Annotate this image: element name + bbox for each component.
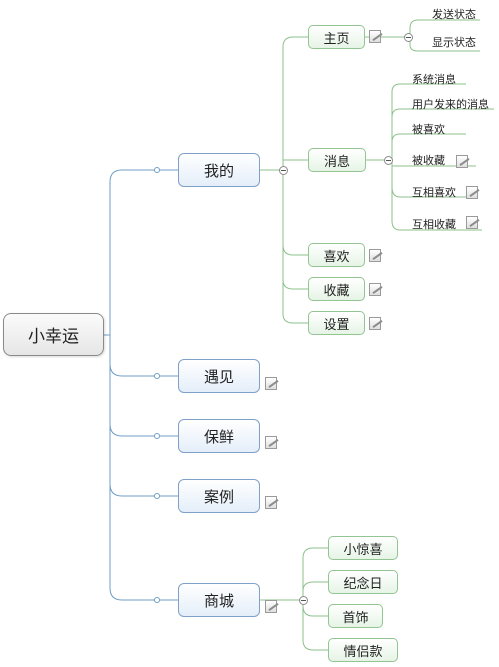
note-icon[interactable] — [369, 283, 381, 296]
branch-anli-label: 案例 — [203, 487, 234, 506]
branch-yujian[interactable]: 遇见 — [178, 359, 260, 393]
note-icon[interactable] — [369, 317, 381, 330]
branch-baoxian-label: 保鲜 — [203, 427, 234, 446]
note-icon[interactable] — [265, 600, 277, 613]
subnode-xihuan-label: 喜欢 — [323, 249, 350, 265]
leaf-item[interactable]: 互相喜欢 — [412, 185, 456, 199]
leaf-item-label: 互相喜欢 — [412, 186, 456, 199]
leaf-item[interactable]: 互相收藏 — [412, 217, 456, 231]
leaf-item-label: 显示状态 — [432, 36, 476, 49]
note-icon[interactable] — [265, 496, 277, 509]
subnode-xihuan[interactable]: 喜欢 — [308, 243, 365, 267]
subnode-jinianri-label: 纪念日 — [343, 576, 383, 592]
root-node-label: 小幸运 — [28, 327, 79, 347]
note-icon[interactable] — [265, 377, 277, 390]
subnode-xiaoxi[interactable]: 消息 — [308, 148, 366, 172]
subnode-shezhi[interactable]: 设置 — [308, 311, 365, 335]
subnode-zhuye-label: 主页 — [323, 31, 350, 47]
collapse-toggle-icon[interactable] — [279, 166, 288, 175]
leaf-item-label: 系统消息 — [412, 73, 456, 86]
branch-baoxian[interactable]: 保鲜 — [178, 419, 260, 453]
leaf-item[interactable]: 被收藏 — [412, 153, 445, 167]
leaf-item-label: 被收藏 — [412, 154, 445, 167]
branch-wode-label: 我的 — [203, 161, 234, 180]
collapse-toggle-icon[interactable] — [404, 33, 413, 42]
note-icon[interactable] — [265, 436, 277, 449]
branch-yujian-label: 遇见 — [203, 367, 234, 386]
branch-shangcheng-label: 商城 — [203, 591, 234, 610]
branch-anli[interactable]: 案例 — [178, 479, 260, 513]
subnode-shoucang[interactable]: 收藏 — [308, 277, 365, 301]
note-icon[interactable] — [456, 155, 468, 168]
leaf-item[interactable]: 系统消息 — [412, 72, 456, 86]
subnode-xiaojingxi-label: 小惊喜 — [343, 542, 383, 558]
collapse-toggle-icon[interactable] — [299, 596, 308, 605]
subnode-xiaojingxi[interactable]: 小惊喜 — [328, 536, 398, 560]
leaf-item-label: 互相收藏 — [412, 218, 456, 231]
leaf-item[interactable]: 用户发来的消息 — [412, 97, 489, 111]
leaf-item[interactable]: 被喜欢 — [412, 122, 445, 136]
subnode-qinglvkuan[interactable]: 情侣款 — [328, 638, 398, 662]
collapse-toggle-icon[interactable] — [384, 156, 393, 165]
subnode-qinglvkuan-label: 情侣款 — [343, 644, 383, 660]
leaf-item-label: 用户发来的消息 — [412, 98, 489, 111]
subnode-shoucang-label: 收藏 — [323, 283, 350, 299]
leaf-item-label: 发送状态 — [432, 8, 476, 21]
note-icon[interactable] — [466, 216, 478, 229]
subnode-zhuye[interactable]: 主页 — [308, 25, 365, 49]
subnode-jinianri[interactable]: 纪念日 — [328, 570, 398, 594]
note-icon[interactable] — [369, 30, 381, 43]
leaf-item[interactable]: 显示状态 — [432, 35, 476, 49]
leaf-item[interactable]: 发送状态 — [432, 7, 476, 21]
branch-wode[interactable]: 我的 — [178, 153, 260, 187]
subnode-shoushi-label: 首饰 — [342, 610, 369, 626]
note-icon[interactable] — [466, 186, 478, 199]
note-icon[interactable] — [369, 249, 381, 262]
subnode-xiaoxi-label: 消息 — [323, 154, 350, 170]
root-node[interactable]: 小幸运 — [3, 313, 104, 356]
subnode-shezhi-label: 设置 — [323, 317, 350, 333]
branch-shangcheng[interactable]: 商城 — [178, 583, 260, 617]
leaf-item-label: 被喜欢 — [412, 123, 445, 136]
subnode-shoushi[interactable]: 首饰 — [328, 604, 383, 628]
